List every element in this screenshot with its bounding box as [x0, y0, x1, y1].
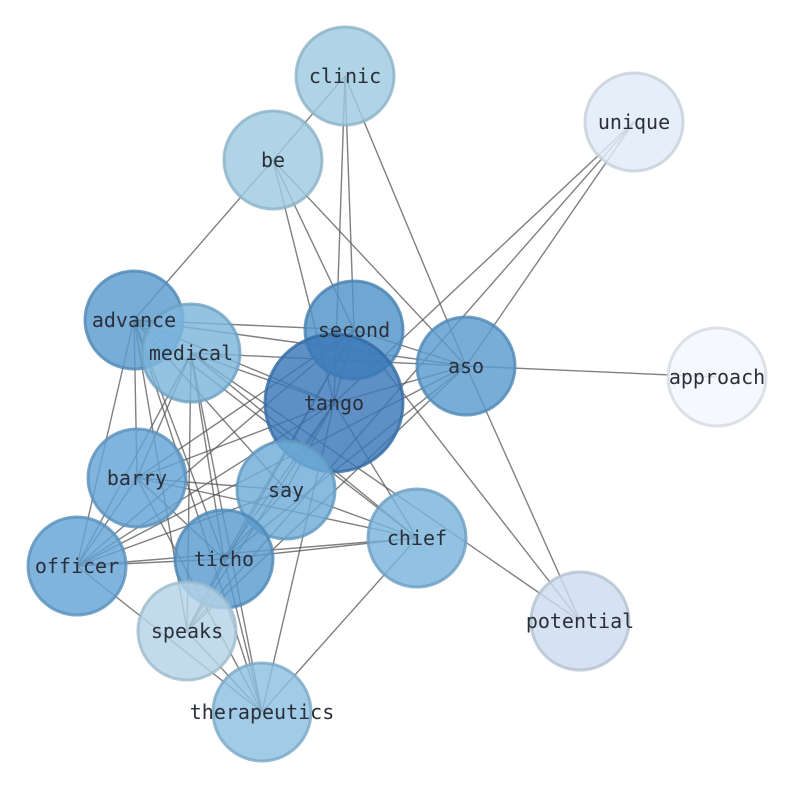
node-unique[interactable]: [583, 71, 685, 173]
node-potential[interactable]: [529, 570, 631, 672]
node-label-second: second: [318, 318, 390, 342]
node-officer[interactable]: [26, 515, 128, 617]
node-barry[interactable]: [86, 427, 188, 529]
node-label-say: say: [268, 478, 304, 502]
node-tango[interactable]: [263, 332, 405, 474]
edge-clinic-aso: [344, 75, 467, 367]
node-label-advance: advance: [92, 308, 176, 332]
node-label-ticho: ticho: [194, 547, 254, 571]
node-label-aso: aso: [448, 354, 484, 378]
node-label-be: be: [261, 148, 285, 172]
node-approach[interactable]: [666, 326, 768, 428]
node-label-potential: potential: [526, 609, 634, 633]
node-say[interactable]: [235, 439, 337, 541]
node-medical[interactable]: [140, 302, 242, 404]
node-label-medical: medical: [149, 341, 233, 365]
node-label-officer: officer: [35, 554, 119, 578]
node-label-clinic: clinic: [309, 64, 381, 88]
labels-layer: clinic unique be advance medical second aso app…: [35, 64, 765, 724]
node-label-speaks: speaks: [151, 619, 223, 643]
node-label-approach: approach: [669, 365, 765, 389]
node-therapeutics[interactable]: [211, 661, 313, 763]
node-chief[interactable]: [366, 487, 468, 589]
node-label-unique: unique: [598, 110, 670, 134]
node-label-barry: barry: [107, 466, 167, 490]
nodes-layer: [26, 25, 768, 763]
node-label-tango: tango: [304, 391, 364, 415]
node-clinic[interactable]: [294, 25, 396, 127]
node-be[interactable]: [222, 109, 324, 211]
node-speaks[interactable]: [136, 580, 238, 682]
node-label-chief: chief: [387, 526, 447, 550]
node-aso[interactable]: [415, 315, 517, 417]
node-label-therapeutics: therapeutics: [190, 700, 335, 724]
